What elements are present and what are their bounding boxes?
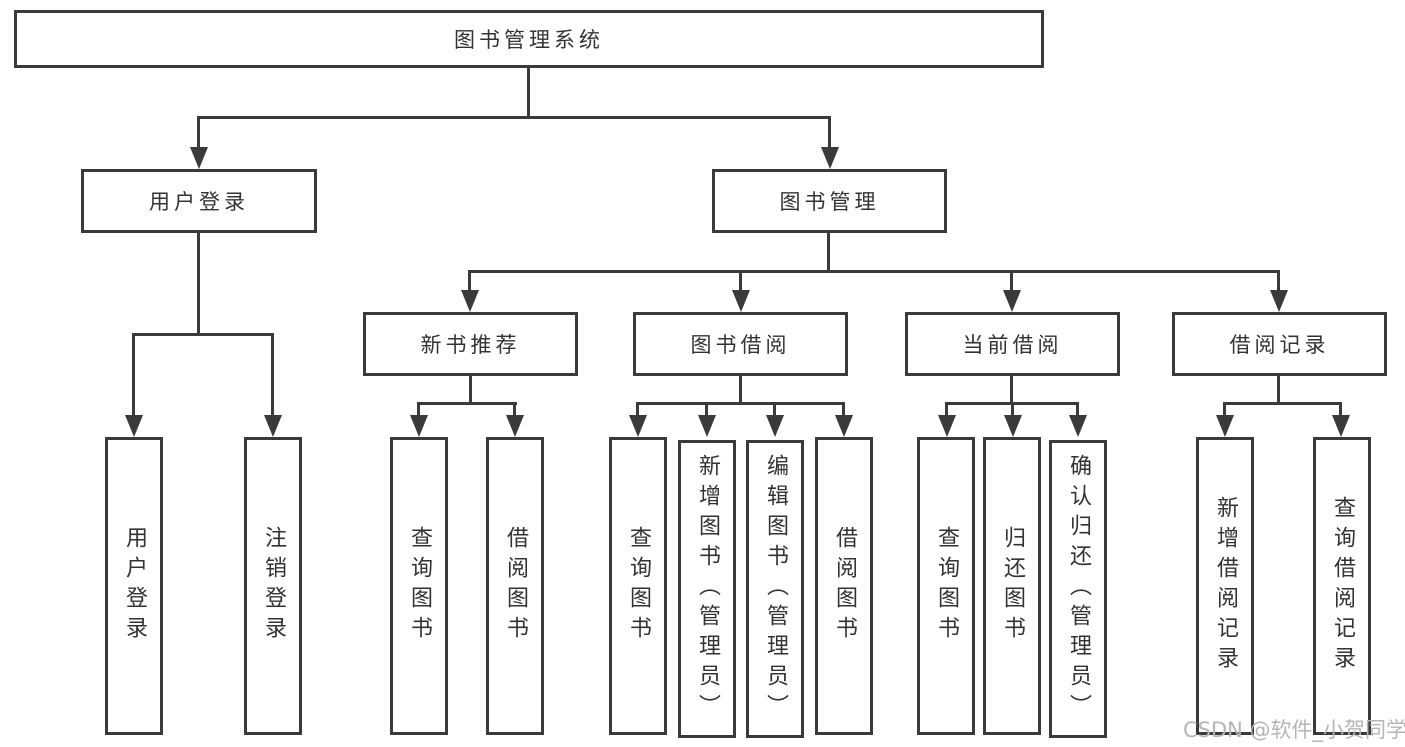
node-leaf-query-book-3: 查询图书 (917, 437, 975, 735)
arrow-down-icon (190, 147, 208, 169)
node-leaf-return-book: 归还图书 (983, 437, 1041, 735)
node-book-mgmt: 图书管理 (712, 169, 947, 233)
arrow-down-icon (264, 415, 282, 437)
node-leaf-query-book-1-label: 查询图书 (407, 526, 432, 646)
node-leaf-add-book-admin: 新增图书（管理员） (678, 440, 736, 738)
arrow-down-icon (1270, 290, 1288, 312)
connector-leaf-drop (1076, 402, 1079, 417)
node-leaf-borrow-book-2: 借阅图书 (815, 437, 873, 735)
arrow-down-icon (461, 290, 479, 312)
node-leaf-borrow-book-1: 借阅图书 (486, 437, 544, 735)
connector-leaf-drop (513, 402, 516, 417)
node-new-book-recommend: 新书推荐 (363, 312, 578, 376)
connector-borrow-record-stem (1277, 375, 1280, 404)
connector-leaf-drop (739, 270, 742, 292)
connector-book-mgmt-stem (827, 232, 830, 272)
node-leaf-borrow-book-1-label: 借阅图书 (503, 526, 528, 646)
connector-user-login-crossbar (132, 333, 274, 336)
connector-new-book-crossbar (417, 402, 517, 405)
connector-level2-crossbar (197, 116, 831, 119)
node-user-login: 用户登录 (81, 169, 317, 233)
node-borrow-record: 借阅记录 (1172, 312, 1387, 376)
connector-leaf-drop (132, 333, 135, 417)
node-leaf-edit-book-admin-label: 编辑图书（管理员） (763, 454, 788, 724)
arrow-down-icon (766, 415, 784, 437)
node-leaf-query-book-2: 查询图书 (609, 437, 667, 735)
node-leaf-add-borrow-record-label: 新增借阅记录 (1213, 496, 1238, 676)
connector-user-login-drop (197, 116, 200, 148)
arrow-down-icon (821, 147, 839, 169)
connector-level3-crossbar (468, 270, 1280, 273)
node-leaf-edit-book-admin: 编辑图书（管理员） (746, 440, 804, 738)
node-borrow-record-label: 借阅记录 (1229, 333, 1330, 357)
node-leaf-user-login-label: 用户登录 (122, 526, 147, 646)
node-leaf-return-book-label: 归还图书 (1000, 526, 1025, 646)
node-leaf-query-book-1: 查询图书 (390, 437, 448, 735)
arrow-down-icon (938, 415, 956, 437)
connector-leaf-drop (842, 402, 845, 417)
connector-book-borrow-stem (739, 375, 742, 404)
connector-book-borrow-crossbar (636, 402, 845, 405)
arrow-down-icon (1069, 415, 1087, 437)
connector-current-borrow-stem (1010, 375, 1013, 404)
node-leaf-logout: 注销登录 (244, 437, 302, 735)
arrow-down-icon (125, 415, 143, 437)
arrow-down-icon (1216, 415, 1234, 437)
arrow-down-icon (1003, 290, 1021, 312)
connector-leaf-drop (945, 402, 948, 417)
node-leaf-confirm-return-admin: 确认归还（管理员） (1049, 440, 1107, 738)
connector-leaf-drop (1010, 270, 1013, 292)
node-leaf-logout-label: 注销登录 (261, 526, 286, 646)
arrow-down-icon (1332, 415, 1350, 437)
connector-book-mgmt-drop (828, 116, 831, 148)
connector-leaf-drop (1011, 402, 1014, 417)
node-new-book-recommend-label: 新书推荐 (420, 333, 521, 357)
node-leaf-query-borrow-record: 查询借阅记录 (1313, 437, 1371, 735)
connector-leaf-drop (1339, 402, 1342, 417)
node-book-borrow: 图书借阅 (633, 312, 848, 376)
arrow-down-icon (835, 415, 853, 437)
connector-borrow-record-crossbar (1223, 402, 1342, 405)
connector-root-stem (527, 67, 530, 118)
connector-leaf-drop (271, 333, 274, 417)
arrow-down-icon (698, 415, 716, 437)
node-leaf-add-book-admin-label: 新增图书（管理员） (695, 454, 720, 724)
node-leaf-confirm-return-admin-label: 确认归还（管理员） (1066, 454, 1091, 724)
arrow-down-icon (1004, 415, 1022, 437)
node-book-mgmt-label: 图书管理 (779, 190, 880, 214)
node-leaf-add-borrow-record: 新增借阅记录 (1196, 437, 1254, 735)
arrow-down-icon (410, 415, 428, 437)
connector-leaf-drop (1223, 402, 1226, 417)
node-leaf-query-book-3-label: 查询图书 (934, 526, 959, 646)
node-root: 图书管理系统 (14, 10, 1044, 68)
connector-leaf-drop (636, 402, 639, 417)
arrow-down-icon (629, 415, 647, 437)
node-leaf-query-borrow-record-label: 查询借阅记录 (1330, 496, 1355, 676)
node-root-label: 图书管理系统 (454, 28, 604, 52)
node-current-borrow-label: 当前借阅 (962, 333, 1063, 357)
connector-user-login-stem (197, 232, 200, 335)
arrow-down-icon (732, 290, 750, 312)
connector-new-book-stem (469, 375, 472, 404)
node-leaf-query-book-2-label: 查询图书 (626, 526, 651, 646)
csdn-watermark: CSDN @软件_小贺同学 (1183, 718, 1405, 742)
connector-leaf-drop (705, 402, 708, 417)
connector-leaf-drop (773, 402, 776, 417)
connector-leaf-drop (417, 402, 420, 417)
node-current-borrow: 当前借阅 (905, 312, 1120, 376)
node-book-borrow-label: 图书借阅 (690, 333, 791, 357)
node-leaf-user-login: 用户登录 (105, 437, 163, 735)
connector-leaf-drop (468, 270, 471, 292)
arrow-down-icon (506, 415, 524, 437)
connector-leaf-drop (1277, 270, 1280, 292)
node-user-login-label: 用户登录 (149, 190, 249, 214)
node-leaf-borrow-book-2-label: 借阅图书 (832, 526, 857, 646)
